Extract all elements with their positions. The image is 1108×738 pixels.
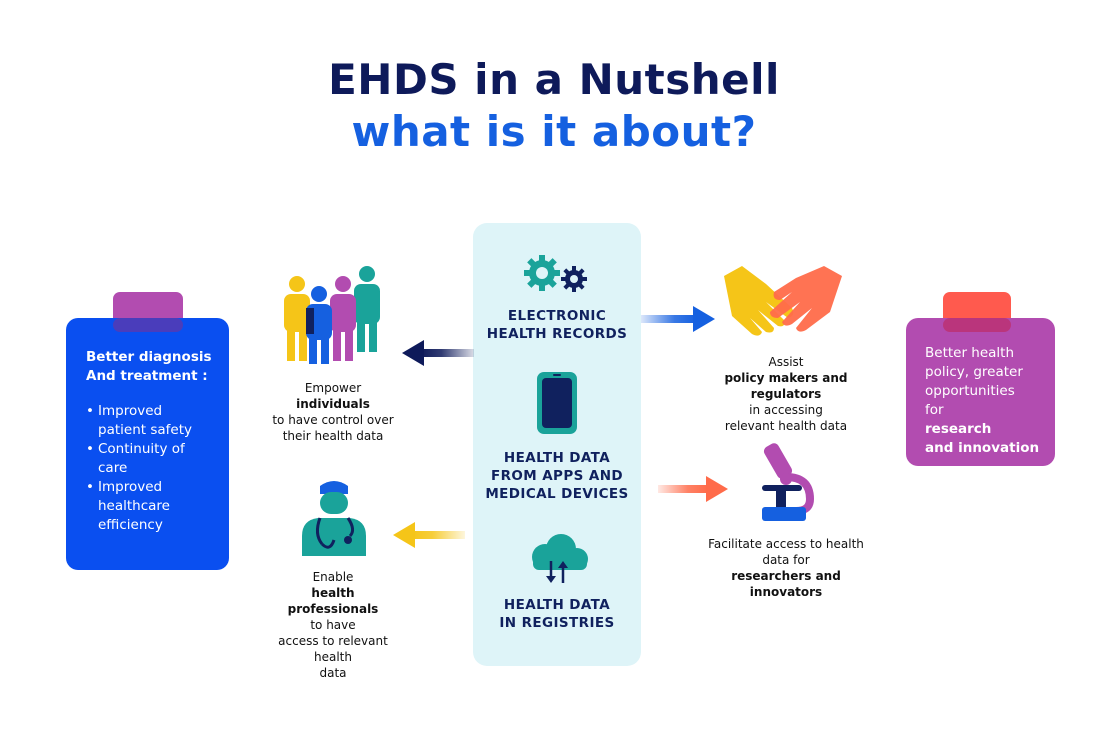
list-item: Continuity of care xyxy=(86,440,215,478)
arrow-right-coral-icon xyxy=(658,476,728,502)
center-label-registries: HEALTH DATA IN REGISTRIES xyxy=(499,597,615,631)
caption-empower-individuals: Empower individuals to have control over… xyxy=(272,381,394,443)
arrow-left-navy-icon xyxy=(402,340,474,366)
benefit-list: Improved patient safety Continuity of ca… xyxy=(86,402,215,535)
smartphone-icon xyxy=(537,372,577,434)
arrow-left-yellow-icon xyxy=(393,522,465,548)
handshake-icon xyxy=(724,266,842,336)
benefit-card-policy: Better health policy, greater opportunit… xyxy=(906,318,1055,466)
caption-enable-professionals: Enable health professionals to have acce… xyxy=(278,570,388,680)
doctor-stethoscope-icon xyxy=(302,481,366,556)
caption-assist-policy-makers: Assist policy makers and regulators in a… xyxy=(724,355,848,433)
list-item: Improved healthcare efficiency xyxy=(86,478,215,535)
right-card-tab-shade xyxy=(943,318,1011,332)
page-subtitle: what is it about? xyxy=(351,107,757,156)
microscope-icon xyxy=(762,443,815,521)
data-sources-panel: ELECTRONIC HEALTH RECORDS HEALTH DATA FR… xyxy=(473,223,641,666)
benefit-card-diagnosis: Better diagnosis And treatment : Improve… xyxy=(66,318,229,570)
card-title: Better diagnosis And treatment : xyxy=(86,349,212,384)
caption-facilitate-research: Facilitate access to health data for res… xyxy=(708,537,864,599)
page-title: EHDS in a Nutshell xyxy=(328,55,780,104)
list-item: Improved patient safety xyxy=(86,402,215,440)
center-label-apps: HEALTH DATA FROM APPS AND MEDICAL DEVICE… xyxy=(485,450,629,502)
arrow-right-blue-icon xyxy=(641,306,715,332)
gears-icon xyxy=(524,255,587,292)
cloud-sync-icon xyxy=(532,534,588,583)
card-text: Better health policy, greater opportunit… xyxy=(925,345,1040,456)
center-label-ehr: ELECTRONIC HEALTH RECORDS xyxy=(486,308,628,342)
people-group-icon xyxy=(284,266,380,364)
left-card-tab-shade xyxy=(113,318,183,332)
